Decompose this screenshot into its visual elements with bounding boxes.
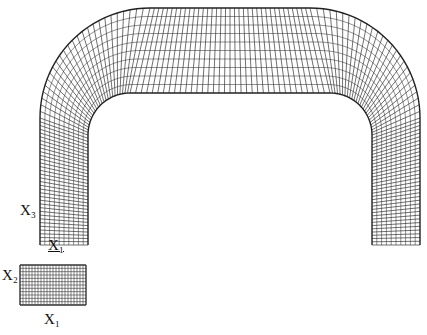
- mesh-line: [20, 281, 86, 282]
- mesh-line: [83, 85, 377, 246]
- mesh-line: [20, 275, 86, 276]
- mesh-line: [20, 278, 86, 279]
- cross-section-mesh: [20, 265, 86, 305]
- mesh-line: [54, 34, 405, 246]
- axis-label: X₂: [2, 268, 18, 283]
- mesh-line: [88, 93, 372, 245]
- mesh-line: [78, 76, 381, 245]
- axis-label: X₁: [48, 238, 64, 253]
- mesh-line: [20, 301, 86, 302]
- mesh-line: [20, 288, 86, 289]
- mesh-line: [45, 17, 415, 246]
- mesh-line: [69, 59, 391, 245]
- mesh-line: [20, 291, 86, 292]
- mesh-line: [20, 285, 86, 286]
- mesh-line: [50, 25, 411, 245]
- axis-label: X₃: [20, 203, 36, 218]
- mesh-line: [20, 264, 86, 265]
- mesh-line: [20, 271, 86, 272]
- mesh-line: [74, 68, 387, 246]
- mesh-line: [64, 51, 396, 246]
- mesh-line: [20, 304, 86, 305]
- mesh-line: [20, 268, 86, 269]
- mesh-line: [20, 298, 86, 299]
- curved-bar-mesh: [40, 8, 420, 245]
- axis-label: X₁: [44, 312, 60, 327]
- mesh-line: [20, 295, 86, 296]
- mesh-line: [40, 8, 420, 245]
- mesh-line: [59, 42, 401, 245]
